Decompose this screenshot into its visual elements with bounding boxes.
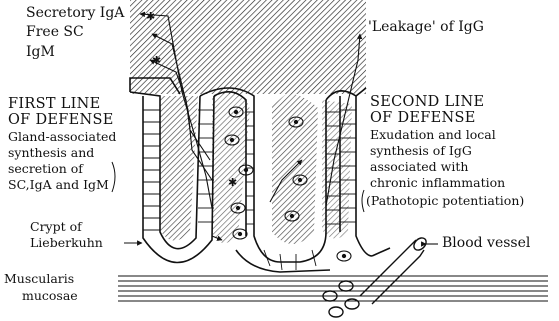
- label-leakage-igg: 'Leakage' of IgG: [368, 20, 484, 36]
- label-crypt-1: Crypt of: [30, 220, 82, 234]
- left-crypt-lumen: [212, 92, 250, 243]
- second-line-desc-3: associated with: [370, 160, 468, 174]
- svg-text:✱: ✱: [228, 176, 237, 189]
- right-crypt-lumen: [272, 94, 318, 244]
- second-line-bracket: [362, 190, 364, 212]
- second-line-heading-1: SECOND LINE: [370, 94, 484, 110]
- label-crypt-2: Lieberkuhn: [30, 236, 103, 250]
- second-line-heading-2: OF DEFENSE: [370, 110, 476, 126]
- first-line-desc-2: synthesis and: [8, 146, 94, 160]
- left-villus-core: [160, 96, 198, 241]
- first-line-heading-1: FIRST LINE: [8, 96, 101, 112]
- svg-text:✱: ✱: [152, 54, 161, 67]
- label-secretory-iga: Secretory IgA: [26, 6, 124, 22]
- second-line-desc-5: (Pathotopic potentiation): [366, 194, 524, 208]
- first-line-bracket: [112, 162, 115, 192]
- first-line-heading-2: OF DEFENSE: [8, 112, 114, 128]
- second-line-desc-4: chronic inflammation: [370, 176, 505, 190]
- label-muscularis-2: mucosae: [22, 289, 78, 303]
- svg-text:✱: ✱: [146, 10, 155, 23]
- first-line-desc-1: Gland-associated: [8, 130, 116, 144]
- label-igm: IgM: [26, 45, 55, 61]
- label-muscularis-1: Muscularis: [4, 272, 74, 286]
- lumen-mucus-layer: [130, 0, 366, 94]
- second-line-desc-1: Exudation and local: [370, 128, 496, 142]
- muscularis-mucosae-layer: [118, 276, 548, 301]
- label-free-sc: Free SC: [26, 25, 84, 41]
- first-line-desc-4: SC,IgA and IgM: [8, 178, 109, 192]
- label-blood-vessel: Blood vessel: [442, 236, 530, 252]
- second-line-desc-2: synthesis of IgG: [370, 144, 472, 158]
- first-line-desc-3: secretion of: [8, 162, 83, 176]
